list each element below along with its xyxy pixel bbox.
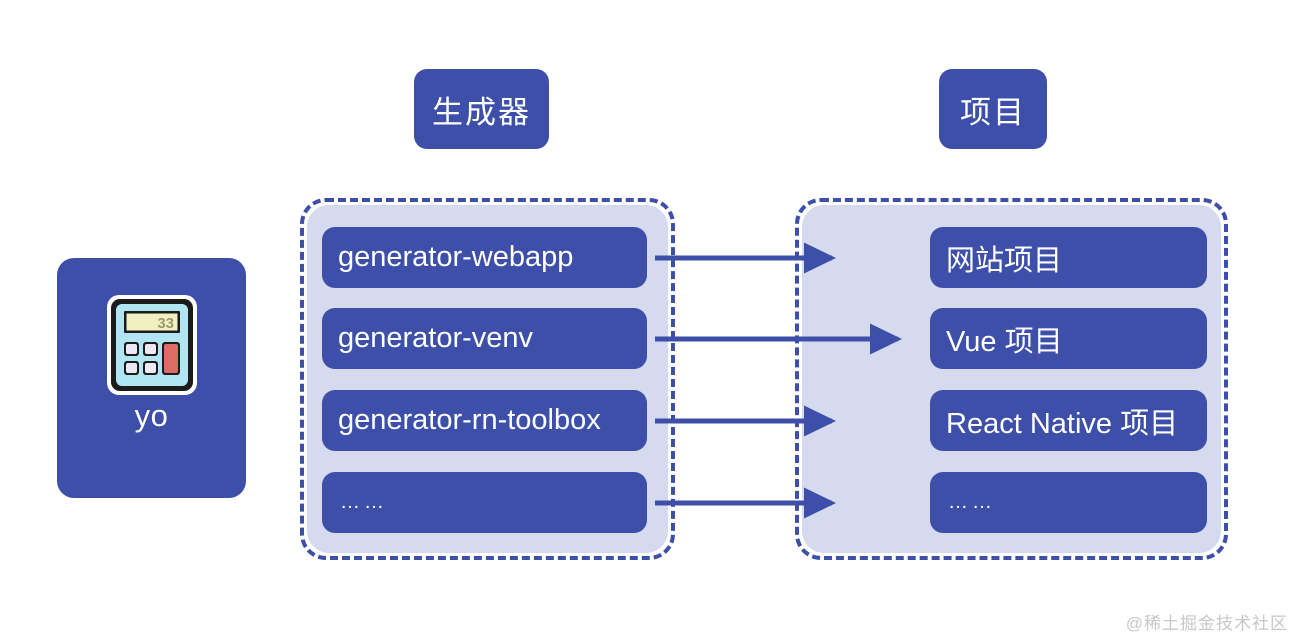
yo-card: 33 yo [57, 258, 246, 498]
generator-item-more[interactable]: …… [322, 472, 647, 533]
generator-item-venv[interactable]: generator-venv [322, 308, 647, 369]
project-panel [795, 198, 1228, 560]
generator-item-webapp[interactable]: generator-webapp [322, 227, 647, 288]
project-item-react-native[interactable]: React Native 项目 [930, 390, 1207, 451]
project-item-website[interactable]: 网站项目 [930, 227, 1207, 288]
project-header-chip: 项目 [939, 69, 1047, 149]
project-item-more[interactable]: …… [930, 472, 1207, 533]
generator-panel [300, 198, 675, 560]
generator-item-rn-toolbox[interactable]: generator-rn-toolbox [322, 390, 647, 451]
project-item-vue[interactable]: Vue 项目 [930, 308, 1207, 369]
generator-header-chip: 生成器 [414, 69, 549, 149]
yo-label: yo [134, 398, 169, 433]
calculator-display-value: 33 [157, 315, 174, 332]
calculator-icon: 33 [104, 292, 200, 398]
watermark: @稀土掘金技术社区 [1125, 614, 1288, 633]
